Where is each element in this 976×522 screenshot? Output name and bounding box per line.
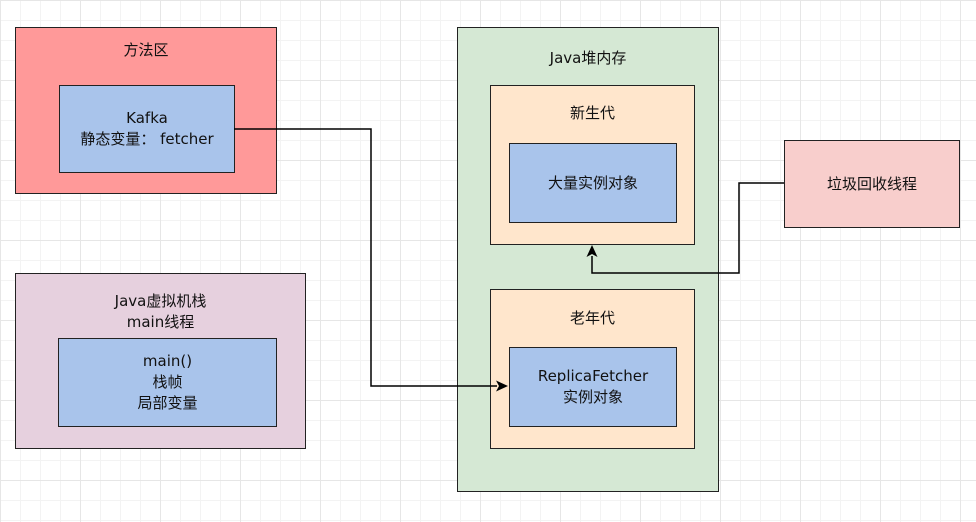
jvm-stack-title: Java虚拟机栈	[114, 292, 207, 310]
young-gen-title: 新生代	[569, 104, 615, 122]
stack-frame-label: 栈帧	[152, 373, 183, 391]
main-method-label: main()	[142, 352, 193, 370]
old-gen-box: 老年代 ReplicaFetcher 实例对象	[490, 289, 695, 449]
gc-thread-label: 垃圾回收线程	[826, 174, 917, 193]
static-field-label: 静态变量： fetcher	[80, 130, 214, 148]
method-area-title: 方法区	[123, 41, 169, 59]
replica-fetcher-label: ReplicaFetcher	[537, 367, 649, 385]
main-thread-label: main线程	[126, 313, 195, 331]
old-gen-title: 老年代	[569, 309, 615, 327]
young-gen-box: 新生代 大量实例对象	[490, 85, 695, 245]
replica-fetcher-box: ReplicaFetcher 实例对象	[509, 347, 677, 427]
young-objects-box: 大量实例对象	[509, 143, 677, 223]
gc-thread-box: 垃圾回收线程	[784, 140, 960, 228]
young-objects-label: 大量实例对象	[547, 173, 638, 192]
instance-object-label: 实例对象	[562, 388, 623, 406]
kafka-label: Kafka	[126, 109, 168, 127]
method-area-box: 方法区 Kafka 静态变量： fetcher	[15, 27, 277, 194]
kafka-box: Kafka 静态变量： fetcher	[59, 85, 235, 173]
jvm-stack-box: Java虚拟机栈 main线程 main() 栈帧 局部变量	[15, 273, 306, 449]
heap-box: Java堆内存 新生代 大量实例对象 老年代 ReplicaFetcher 实例…	[457, 27, 719, 492]
stack-frame-box: main() 栈帧 局部变量	[58, 338, 277, 427]
heap-title: Java堆内存	[549, 49, 627, 67]
local-variable-label: 局部变量	[137, 394, 198, 412]
